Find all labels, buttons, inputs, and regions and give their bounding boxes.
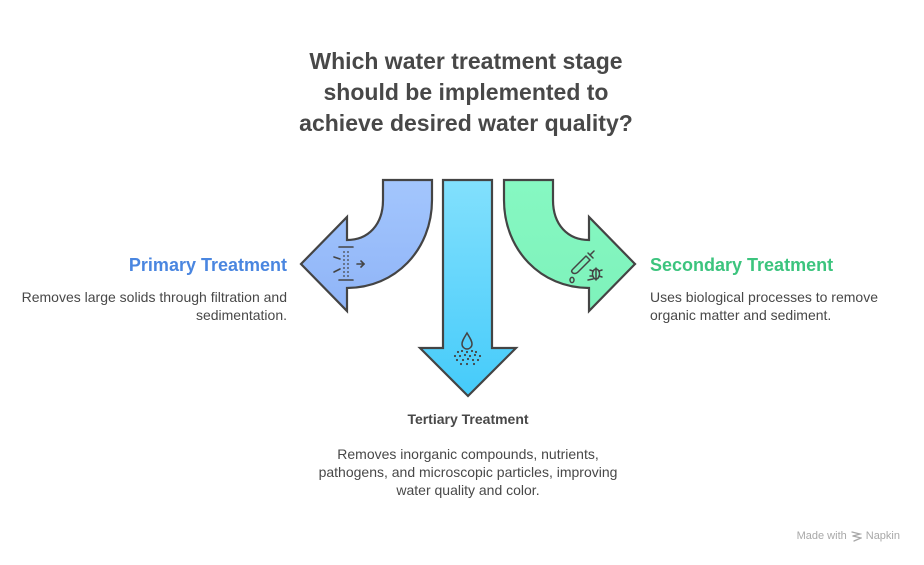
page-title: Which water treatment stage should be im… — [299, 48, 633, 136]
tertiary-treatment-description: Removes inorganic compounds, nutrients, … — [318, 446, 618, 498]
made-with-label: Made with — [796, 530, 847, 542]
dropper-bacteria-icon — [569, 250, 603, 284]
napkin-logo-icon — [851, 530, 862, 542]
secondary-treatment-description: Uses biological processes to remove orga… — [650, 289, 878, 323]
primary-treatment-heading: Primary Treatment — [128, 255, 287, 275]
filter-icon — [333, 246, 366, 281]
made-with-napkin-badge[interactable]: Made with Napkin — [797, 530, 900, 542]
tertiary-treatment-heading: Tertiary Treatment — [407, 411, 529, 427]
secondary-arrow[interactable] — [502, 178, 637, 314]
tertiary-arrow[interactable] — [417, 178, 519, 398]
napkin-brand-label: Napkin — [865, 530, 900, 542]
water-drop-spray-icon — [453, 331, 482, 366]
secondary-treatment-heading: Secondary Treatment — [650, 255, 834, 275]
primary-arrow[interactable] — [299, 178, 434, 314]
primary-treatment-description: Removes large solids through filtration … — [21, 289, 287, 323]
